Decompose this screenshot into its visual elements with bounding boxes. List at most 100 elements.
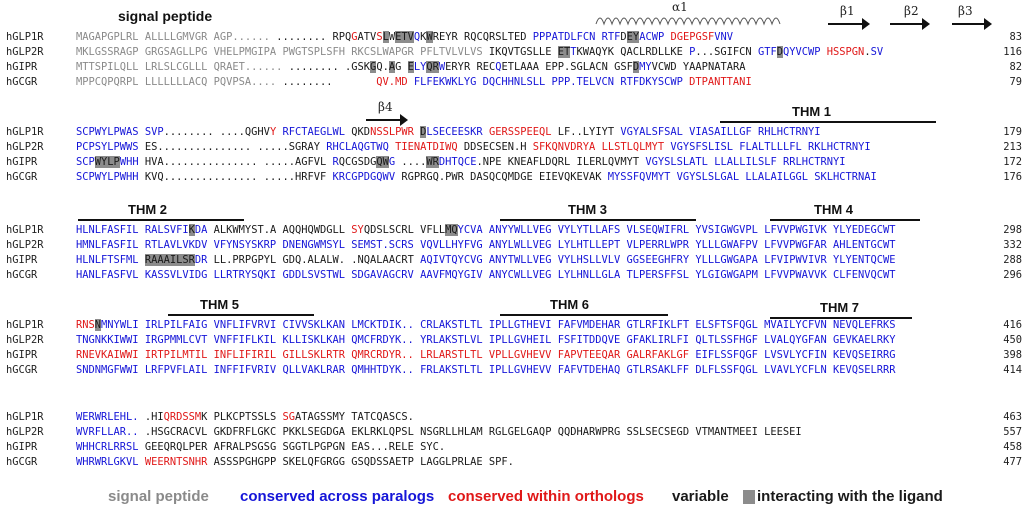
residue-segment: HVA....... bbox=[144, 156, 208, 168]
sequence-residues: HLNLFASFIL RALSVFIKDA ALKWMYST.A AQQHQWD… bbox=[76, 223, 896, 238]
residue-segment: PCPSYLPWWS bbox=[76, 141, 145, 153]
residue-segment: VGYALSFSAL VIASAILLGF RHLHCTRNYI bbox=[620, 126, 821, 138]
sequence-residues: MPPCQPQRPL LLLLLLLACQ PQVPSA.... .......… bbox=[76, 75, 752, 90]
legend-interacting: interacting with the ligand bbox=[757, 488, 943, 505]
beta2-label: β2 bbox=[904, 4, 919, 18]
sequence-residues: WHHCRLRRSL GEEQRQLPER AFRALPSGSG SGGTLPG… bbox=[76, 440, 445, 455]
residue-segment: RNEVKAIWWI IRTPILMTIL INFLIFIRIL GILLSKL… bbox=[76, 349, 696, 361]
sequence-name: hGLP1R bbox=[6, 126, 44, 138]
residue-segment: . bbox=[864, 46, 871, 58]
sequence-residues: SNDNMGFWWI LRFPVFLAIL INFFIFVRIV QLLVAKL… bbox=[76, 363, 896, 378]
sequence-residues: SCPWYLPWAS SVP........ ....QGHVY RFCTAEG… bbox=[76, 125, 821, 140]
residue-segment: D bbox=[620, 31, 627, 43]
residue-segment: VGYSLSLATL LLALLILSLF RRLHCTRNYI bbox=[645, 156, 846, 168]
residue-segment: .GSK bbox=[345, 61, 371, 73]
residue-segment: SV bbox=[870, 46, 884, 58]
residue-segment: ...SGIFCN bbox=[695, 46, 758, 58]
sequence-residues: WERWRLEHL. .HIQRDSSMK PLKCPTSSLS SGATAGS… bbox=[76, 410, 414, 425]
residue-count: 179 bbox=[1003, 126, 1022, 138]
sequence-name: hGCGR bbox=[6, 456, 38, 468]
ligand-contact-residue: W bbox=[426, 31, 433, 43]
residue-count: 450 bbox=[1003, 334, 1022, 346]
residue-count: 458 bbox=[1003, 441, 1022, 453]
residue-count: 416 bbox=[1003, 319, 1022, 331]
beta1-arrow bbox=[828, 18, 870, 30]
ligand-contact-residue: MQ bbox=[445, 224, 458, 236]
ligand-contact-residue: G bbox=[370, 61, 377, 73]
sequence-residues: WVRFLLAR.. .HSGCRACVL GKDFRFLGKC PKKLSEG… bbox=[76, 425, 802, 440]
sequence-name: hGIPR bbox=[6, 156, 38, 168]
sequence-residues: MTTSPILQLL LRLSLCGLLL QRAET...... ......… bbox=[76, 60, 745, 75]
residue-count: 477 bbox=[1003, 456, 1022, 468]
thm4-label: THM 4 bbox=[814, 202, 853, 217]
residue-count: 83 bbox=[1009, 31, 1022, 43]
residue-segment: T bbox=[570, 46, 577, 58]
residue-count: 298 bbox=[1003, 224, 1022, 236]
residue-segment: HLNLFASFIL RALSVFI bbox=[76, 224, 189, 236]
residue-segment: W bbox=[438, 61, 446, 73]
residue-segment: R bbox=[332, 156, 339, 168]
alpha1-label: α1 bbox=[672, 0, 688, 14]
residue-segment: ETLAAA EPP.SGLACN GSF bbox=[501, 61, 633, 73]
residue-count: 116 bbox=[1003, 46, 1022, 58]
residue-segment: RFCTAEGLWL bbox=[282, 126, 352, 138]
residue-segment: YLLLGWGAPA LFVIPWVIVR YLYENTQCWE bbox=[695, 254, 896, 266]
residue-segment: LY bbox=[413, 61, 427, 73]
ligand-contact-residue: K bbox=[188, 224, 195, 236]
beta1-label: β1 bbox=[840, 4, 855, 18]
sequence-name: hGCGR bbox=[6, 269, 38, 281]
thm7-label: THM 7 bbox=[820, 300, 859, 315]
ligand-contact-residue: ETV bbox=[395, 31, 414, 43]
ligand-contact-residue: QW bbox=[376, 156, 389, 168]
residue-segment: .HSGCRACVL GKDFRFLGKC PKKLSEGDGA EKLRKLQ… bbox=[144, 426, 802, 438]
beta4-label: β4 bbox=[378, 100, 393, 114]
residue-segment: WHRWRLGKVL bbox=[76, 456, 145, 468]
residue-segment: YLGIGWGAPM LFVVPWAVVK CLFENVQCWT bbox=[695, 269, 896, 281]
residue-segment: MY bbox=[639, 61, 652, 73]
residue-segment: .HI bbox=[144, 411, 164, 423]
residue-segment: ........ .....SGRAY bbox=[201, 141, 327, 153]
residue-segment: RGPRGQ.PWR DASQCQMDGE EIEVQKEVAK bbox=[401, 171, 608, 183]
sequence-name: hGLP2R bbox=[6, 426, 44, 438]
residue-segment: KRCGPDGQWV bbox=[332, 171, 402, 183]
residue-segment: G bbox=[395, 61, 408, 73]
residue-segment: ........ .....HRFVF bbox=[207, 171, 333, 183]
residue-segment: GEEQRQLPER AFRALPSGSG SGGTLPGPGN EAS...R… bbox=[144, 441, 446, 453]
ligand-contact-residue: N bbox=[94, 319, 102, 331]
residue-count: 557 bbox=[1003, 426, 1022, 438]
thm1-bar bbox=[720, 121, 936, 123]
residue-segment: HLNLFTSFML bbox=[76, 254, 145, 266]
residue-segment: YCVA ANYYWLLVEG VYLYTLLAFS VLSEQWIFRL bbox=[457, 224, 696, 236]
residue-segment: RPQ bbox=[332, 31, 352, 43]
residue-count: 288 bbox=[1003, 254, 1022, 266]
residue-segment: TNGNKKIWWI IRGPMMLCVT VNFFIFLKIL KLLISKL… bbox=[76, 334, 696, 346]
ligand-contact-residue: RAAAILSR bbox=[144, 254, 195, 266]
residue-segment: QRDSSM bbox=[163, 411, 202, 423]
ligand-contact-residue: D bbox=[776, 46, 783, 58]
residue-segment: G bbox=[388, 156, 402, 168]
legend-variable: variable bbox=[672, 488, 729, 505]
residue-count: 82 bbox=[1009, 61, 1022, 73]
residue-segment: QCGSDG bbox=[338, 156, 377, 168]
ligand-contact-residue: EY bbox=[626, 31, 640, 43]
sequence-name: hGCGR bbox=[6, 171, 38, 183]
residue-segment: ACWP bbox=[639, 31, 671, 43]
residue-segment: RNS bbox=[76, 319, 95, 331]
residue-segment: KVQ....... bbox=[144, 171, 208, 183]
residue-segment: DR bbox=[194, 254, 214, 266]
residue-segment: ........ ....QGHV bbox=[163, 126, 270, 138]
thm6-label: THM 6 bbox=[550, 297, 589, 312]
residue-segment: DA bbox=[194, 224, 214, 236]
residue-segment: .NPE KNEAFLDQRL ILERLQVMYT bbox=[476, 156, 646, 168]
residue-segment: SCP bbox=[76, 156, 95, 168]
sequence-residues: MAGAPGPLRL ALLLLGMVGR AGP...... ........… bbox=[76, 30, 733, 45]
residue-segment: GTF bbox=[757, 46, 777, 58]
sequence-residues: RNEVKAIWWI IRTPILMTIL INFLIFIRIL GILLSKL… bbox=[76, 348, 896, 363]
residue-segment: .... bbox=[401, 156, 427, 168]
residue-segment: SY bbox=[351, 224, 364, 236]
residue-segment: P bbox=[689, 46, 696, 58]
sequence-name: hGIPR bbox=[6, 441, 38, 453]
residue-segment: DHTQCE bbox=[438, 156, 477, 168]
residue-segment: QLTLSSFHGF LVALQYGFAN GEVKAELRKY bbox=[695, 334, 896, 346]
